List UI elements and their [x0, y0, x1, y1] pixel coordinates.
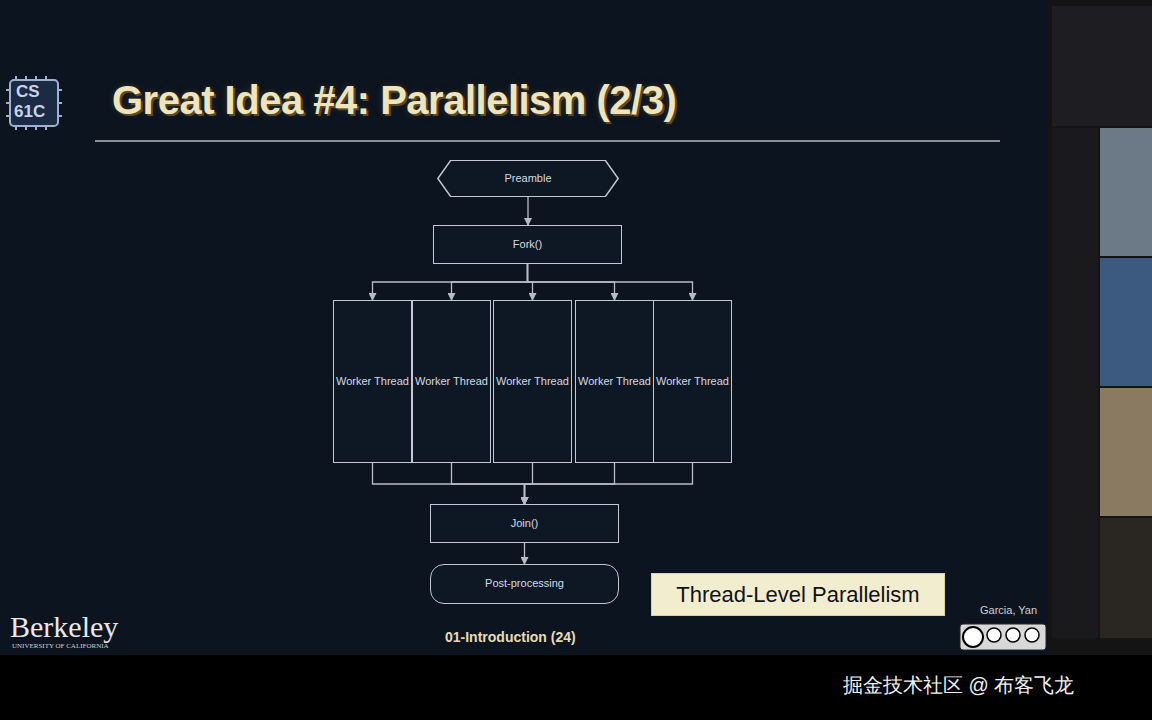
end-terminal: Post-processing — [430, 564, 619, 604]
worker-box: Worker Thread — [653, 300, 732, 463]
flow-arrow — [528, 264, 693, 300]
start-hexagon: Preamble — [436, 160, 620, 197]
flow-arrow — [525, 463, 693, 504]
author-credit: Garcia, Yan — [980, 604, 1037, 616]
logo-text: 61C — [14, 102, 45, 122]
flow-arrow — [524, 543, 525, 564]
process-box: Fork() — [433, 225, 622, 264]
cc-badge — [960, 624, 1046, 650]
university-name: Berkeley — [10, 610, 118, 644]
node-text: Fork() — [513, 238, 542, 252]
flow-arrow — [373, 264, 528, 300]
worker-box: Worker Thread — [493, 300, 572, 463]
slide-title: Great Idea #4: Parallelism (2/3) — [112, 78, 676, 123]
worker-box: Worker Thread — [412, 300, 491, 463]
title-rule — [95, 140, 1000, 142]
slide-number: 01-Introduction (24) — [445, 629, 576, 645]
flow-arrow — [452, 463, 525, 504]
node-text: Worker Thread — [415, 375, 488, 389]
callout-box: Thread-Level Parallelism — [651, 573, 945, 616]
node-text: Worker Thread — [496, 375, 569, 389]
watermark: 掘金技术社区 @ 布客飞龙 — [843, 672, 1074, 699]
worker-box: Worker Thread — [575, 300, 654, 463]
logo-chip — [6, 76, 62, 130]
video-strip — [1048, 0, 1152, 655]
flow-arrow — [452, 264, 528, 300]
flow-arrow — [373, 463, 525, 504]
process-box: Join() — [430, 504, 619, 543]
logo-text: CS — [16, 82, 40, 102]
flow-arrow — [527, 197, 528, 225]
node-text: Worker Thread — [656, 375, 729, 389]
node-text: Post-processing — [485, 577, 564, 591]
worker-box: Worker Thread — [333, 300, 412, 463]
university-subtitle: UNIVERSITY OF CALIFORNIA — [12, 642, 109, 650]
node-text: Preamble — [504, 172, 551, 186]
node-text: Worker Thread — [578, 375, 651, 389]
node-text: Thread-Level Parallelism — [676, 581, 919, 609]
node-text: Worker Thread — [336, 375, 409, 389]
node-text: Join() — [511, 517, 539, 531]
